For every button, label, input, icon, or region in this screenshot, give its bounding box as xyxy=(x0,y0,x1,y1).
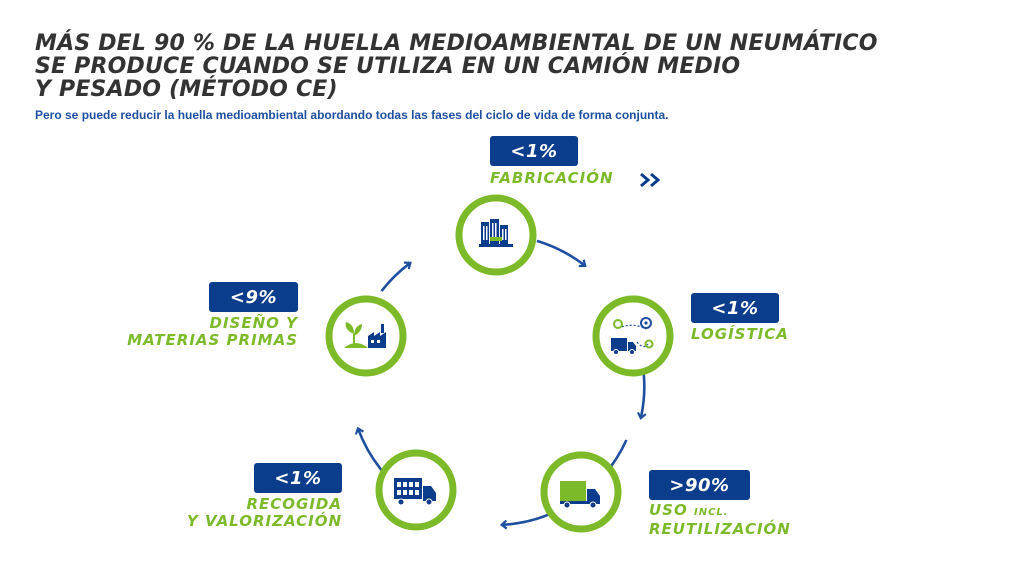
label-recogida: RECOGIDA Y VALORIZACIÓN xyxy=(186,495,342,530)
node-fabricacion xyxy=(455,194,537,276)
title-line-1: MÁS DEL 90 % DE LA HUELLA MEDIOAMBIENTAL… xyxy=(35,31,878,56)
badge-uso: >90% xyxy=(649,470,750,500)
collection-truck-icon xyxy=(394,478,436,506)
label-uso: USO INCL. REUTILIZACIÓN xyxy=(649,501,791,538)
page-title: MÁS DEL 90 % DE LA HUELLA MEDIOAMBIENTAL… xyxy=(35,32,878,101)
route-truck-icon xyxy=(611,317,654,355)
double-chevron-icon xyxy=(640,172,661,188)
node-diseno xyxy=(325,295,407,377)
node-logistica xyxy=(592,295,674,377)
title-line-2: SE PRODUCE CUANDO SE UTILIZA EN UN CAMIÓ… xyxy=(35,54,741,79)
arrow-diseno-fabricacion xyxy=(380,261,412,292)
arrow-fabricacion-logistica xyxy=(536,239,587,268)
node-recogida xyxy=(375,449,457,531)
factory-building-icon xyxy=(479,219,513,247)
badge-fabricacion: <1% xyxy=(490,136,578,166)
badge-recogida: <1% xyxy=(254,463,342,493)
truck-icon xyxy=(560,481,600,509)
badge-diseno: <9% xyxy=(209,282,298,312)
label-diseno: DISEÑO Y MATERIAS PRIMAS xyxy=(127,314,298,349)
node-uso xyxy=(540,451,622,533)
title-line-3: Y PESADO (MÉTODO CE) xyxy=(35,77,338,102)
badge-logistica: <1% xyxy=(691,293,779,323)
label-logistica: LOGÍSTICA xyxy=(691,325,789,343)
plant-factory-icon xyxy=(344,322,386,348)
page-subtitle: Pero se puede reducir la huella medioamb… xyxy=(35,108,669,122)
label-fabricacion: FABRICACIÓN xyxy=(490,169,614,187)
